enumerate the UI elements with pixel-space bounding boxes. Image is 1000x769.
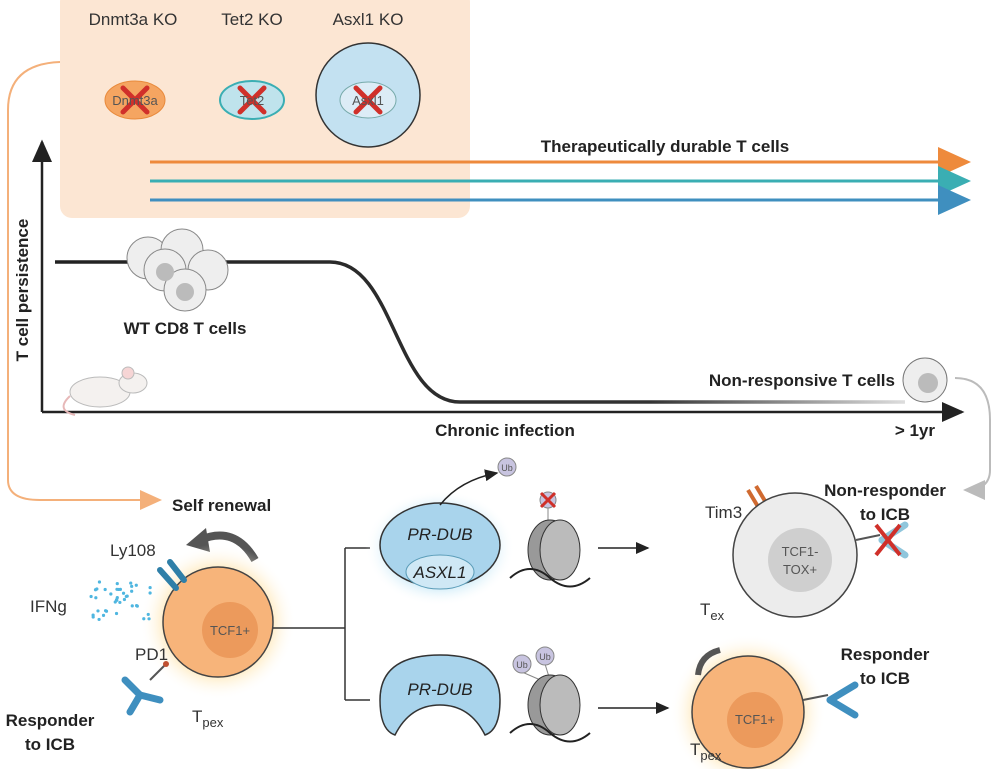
ifng-dot	[114, 611, 119, 616]
tex-nucleus-line2: TOX+	[783, 562, 817, 577]
self-renewal-label: Self renewal	[172, 496, 271, 515]
y-axis-label: T cell persistence	[13, 219, 32, 362]
ifng-dot	[122, 597, 127, 602]
nonresponsive-cell	[902, 357, 948, 403]
ifng-dot	[147, 617, 151, 621]
tex-label: Tex	[700, 600, 725, 623]
tex-nucleus-line1: TCF1-	[782, 544, 819, 559]
tpex-right-label: Tpex	[690, 740, 722, 763]
ub-removal-arrow	[439, 469, 499, 506]
ub-released	[497, 457, 517, 477]
asxl1-cell-body	[315, 42, 421, 148]
responder-right-line1: Responder	[841, 645, 930, 664]
ifng-dot	[94, 596, 98, 600]
asxl1-gene-label: Asxl1	[352, 93, 384, 108]
nucleosome-bottom: Ub Ub	[509, 646, 591, 743]
asxl1-subunit	[405, 554, 475, 590]
ifng-dot	[142, 617, 146, 621]
pd1-antibody-icon	[121, 661, 169, 716]
responder-antibody-icon	[802, 681, 859, 719]
ifng-dot	[115, 595, 119, 600]
ifng-dot	[130, 584, 134, 588]
x-axis-end-label: > 1yr	[895, 421, 936, 440]
tim3-label: Tim3	[705, 503, 742, 522]
x-axis-label: Chronic infection	[435, 421, 575, 440]
ifng-dot	[148, 591, 152, 595]
ifng-dot	[115, 582, 119, 586]
ifng-dot	[116, 587, 121, 592]
blocked-antibody-icon	[855, 521, 909, 559]
persistence-curve	[55, 260, 905, 404]
ifng-dot	[134, 583, 138, 587]
ifng-dot	[91, 615, 95, 619]
ko-label-dnmt3a: Dnmt3a KO	[89, 10, 178, 29]
gray-arrow	[954, 377, 991, 500]
pd1-label: PD1	[135, 645, 168, 664]
wt-cd8-cells	[126, 228, 229, 312]
ifng-dots	[89, 580, 152, 622]
ifng-dot	[96, 609, 100, 613]
ifng-dot	[121, 591, 126, 595]
nucleosome-top	[509, 491, 591, 588]
ifng-dot	[148, 585, 152, 590]
tpex-nucleus	[202, 602, 258, 658]
prdub-label-bottom: PR-DUB	[407, 680, 472, 699]
ub-label-1: Ub	[516, 660, 528, 670]
tpex-right-renewal-arrow	[695, 647, 721, 676]
dnmt3a-gene-label: Dnmt3a	[112, 93, 158, 108]
ifng-dot	[146, 612, 150, 617]
prdub-label-top: PR-DUB	[407, 525, 472, 544]
ifng-dot	[97, 617, 101, 622]
mouse-icon	[62, 366, 148, 416]
ly108-receptor-icon	[157, 559, 187, 591]
ifng-dot	[95, 587, 99, 591]
ifng-dot	[125, 594, 129, 598]
ifng-label: IFNg	[30, 597, 67, 616]
ko-label-tet2: Tet2 KO	[221, 10, 282, 29]
ifng-dot	[118, 600, 122, 605]
responder-left-line1: Responder	[6, 711, 95, 730]
tet2-gene-label: Tet2	[240, 93, 265, 108]
ly108-label: Ly108	[110, 541, 156, 560]
nonresponsive-label: Non-responsive T cells	[709, 371, 895, 390]
prdub-crescent	[379, 654, 501, 736]
branch-lines	[273, 547, 370, 701]
nonresponder-line1: Non-responder	[824, 481, 946, 500]
ifng-dot	[101, 613, 106, 617]
x-mark-icon	[120, 85, 383, 115]
tpex-right-nucleus	[727, 692, 783, 748]
tex-nucleus	[768, 528, 832, 592]
ifng-dot	[129, 581, 133, 585]
ifng-dot	[97, 580, 102, 584]
ifng-dot	[134, 604, 139, 608]
orange-link-arrow	[7, 61, 162, 510]
nonresponder-line2: to ICB	[860, 505, 910, 524]
ifng-dot	[103, 609, 108, 613]
ifng-dot	[89, 594, 93, 599]
asxl1-label: ASXL1	[413, 563, 467, 582]
responder-right-line2: to ICB	[860, 669, 910, 688]
tpex-right-nucleus-label: TCF1+	[735, 712, 775, 727]
ifng-dot	[103, 587, 107, 592]
ifng-dot	[109, 592, 113, 596]
ifng-dot	[130, 589, 134, 593]
wt-cells-label: WT CD8 T cells	[124, 319, 247, 338]
ub-released-label: Ub	[501, 463, 513, 473]
ub-label-2: Ub	[539, 652, 551, 662]
tpex-nucleus-label: TCF1+	[210, 623, 250, 638]
durable-label: Therapeutically durable T cells	[541, 137, 789, 156]
responder-left-line2: to ICB	[25, 735, 75, 754]
tpex-left-label: Tpex	[192, 707, 224, 730]
ko-label-asxl1: Asxl1 KO	[333, 10, 404, 29]
ifng-dot	[130, 604, 134, 608]
